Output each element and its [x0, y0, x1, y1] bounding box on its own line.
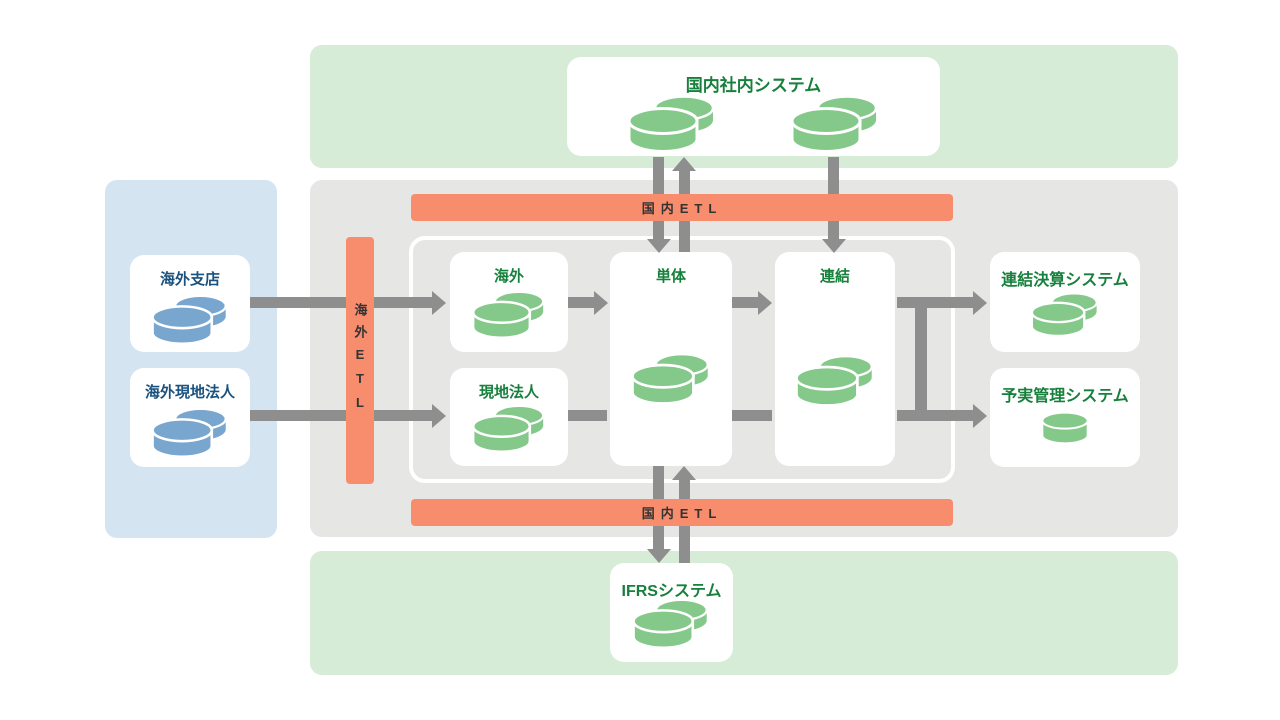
connector-line [732, 410, 772, 421]
domestic-etl-bar-top: 国内ETL [411, 194, 953, 221]
domestic-etl-bottom-label: 国内ETL [641, 506, 723, 521]
connector-line [568, 410, 607, 421]
arrow-down-head [647, 239, 671, 253]
arrow-right-head [432, 404, 446, 428]
arrow-right-shaft [250, 410, 433, 421]
database-icon [628, 596, 714, 655]
arrow-right-shaft [897, 410, 974, 421]
bottom-green-band [310, 551, 1178, 675]
local-corp-data-label: 現地法人 [478, 384, 539, 401]
domestic-etl-bar-bottom: 国内ETL [411, 499, 953, 526]
overseas-branch-label: 海外支店 [159, 271, 220, 288]
arrow-right-shaft [897, 297, 974, 308]
arrow-right-head [758, 291, 772, 315]
database-icon [792, 352, 878, 413]
overseas-source-panel [105, 180, 277, 538]
database-icon [148, 405, 232, 464]
arrow-down-head [822, 239, 846, 253]
arrow-right-head [432, 291, 446, 315]
domestic-etl-top-label: 国内ETL [641, 201, 723, 216]
arrow-down-head [647, 549, 671, 563]
domestic-internal-systems-label: 国内社内システム [685, 76, 822, 95]
consolidated-data-label: 連結 [819, 268, 850, 285]
arrow-right-shaft [250, 297, 433, 308]
arrow-right-head [594, 291, 608, 315]
database-icon [148, 292, 232, 351]
database-icon [469, 402, 549, 459]
database-icon [787, 92, 883, 159]
budget-management-system-box: 予実管理システム [990, 368, 1140, 467]
overseas-etl-bar: 海外ETL [346, 237, 374, 484]
database-icon [624, 92, 720, 159]
connector-line [915, 297, 927, 421]
cylinder-icon [1033, 406, 1097, 455]
arrow-right-shaft [568, 297, 595, 308]
database-icon [628, 350, 714, 411]
consolidated-accounting-system-label: 連結決算システム [1001, 272, 1129, 289]
overseas-data-label: 海外 [493, 268, 524, 285]
arrow-up-head [672, 157, 696, 171]
overseas-etl-label: 海外ETL [352, 302, 368, 419]
standalone-data-label: 単体 [655, 268, 686, 285]
overseas-subsidiary-label: 海外現地法人 [144, 384, 235, 401]
database-icon [1028, 290, 1102, 343]
budget-management-system-label: 予実管理システム [1001, 388, 1129, 405]
arrow-right-head [973, 291, 987, 315]
ifrs-system-label: IFRSシステム [621, 583, 722, 600]
arrow-right-shaft [732, 297, 759, 308]
domestic-internal-systems-box: 国内社内システム [567, 57, 940, 156]
arrow-right-head [973, 404, 987, 428]
arrow-up-head [672, 466, 696, 480]
database-icon [469, 288, 549, 345]
